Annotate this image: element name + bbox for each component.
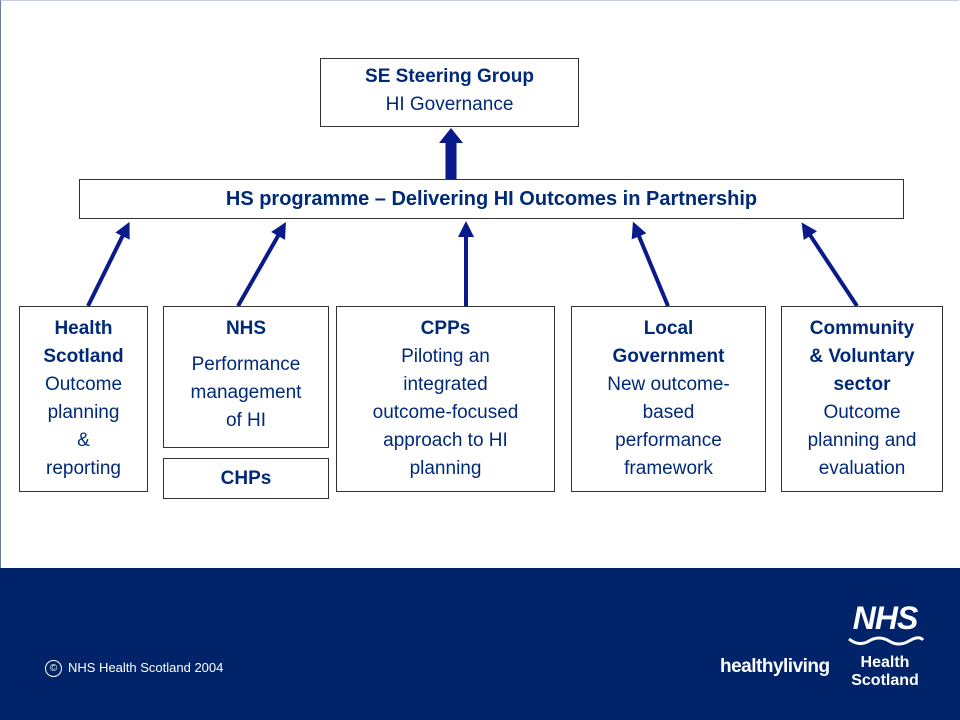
steering-title: SE Steering Group — [365, 66, 534, 87]
health-scotland-desc-4: reporting — [46, 458, 121, 479]
nhs-desc-3: of HI — [225, 410, 267, 431]
cpps-desc-4: approach to HI — [383, 430, 508, 451]
footer-bar: ©NHS Health Scotland 2004 healthyliving … — [0, 568, 960, 720]
health-scotland-box: Health Scotland Outcome planning & repor… — [19, 306, 148, 492]
slide-border — [0, 0, 959, 569]
chps-label: CHPs — [220, 468, 272, 489]
cpps-title: CPPs — [420, 318, 471, 339]
arrow-head-steering — [439, 128, 463, 143]
chps-box: CHPs — [163, 458, 329, 499]
community-title-2: & Voluntary — [809, 346, 915, 367]
community-title-1: Community — [809, 318, 915, 339]
arrow-health-scotland — [86, 221, 130, 307]
community-desc-2: planning and — [807, 430, 917, 451]
health-scotland-title-2: Scotland — [43, 346, 124, 367]
cpps-box: CPPs Piloting an integrated outcome-focu… — [336, 306, 555, 492]
steering-group-box: SE Steering Group HI Governance — [320, 58, 579, 127]
local-government-title-1: Local — [643, 318, 694, 339]
programme-label: HS programme – Delivering HI Outcomes in… — [225, 188, 758, 210]
wave-icon — [848, 636, 925, 646]
local-government-desc-4: framework — [624, 458, 713, 479]
nhs-logo-line2: Scotland — [851, 672, 919, 689]
health-scotland-desc-1: Outcome — [44, 374, 123, 395]
nhs-desc-2: management — [190, 382, 302, 403]
cpps-desc-2: integrated — [403, 374, 488, 395]
copyright-text: NHS Health Scotland 2004 — [68, 660, 224, 675]
health-scotland-desc-2: planning — [47, 402, 120, 423]
nhs-box: NHS Performance management of HI — [163, 306, 329, 448]
community-desc-1: Outcome — [823, 402, 901, 423]
cpps-desc-5: planning — [409, 458, 482, 479]
local-government-desc-3: performance — [615, 430, 722, 451]
local-government-desc-2: based — [642, 402, 695, 423]
arrow-nhs — [236, 222, 286, 307]
programme-box: HS programme – Delivering HI Outcomes in… — [79, 179, 904, 219]
community-title-3: sector — [833, 374, 891, 395]
arrow-local-government — [631, 221, 670, 307]
copyright-notice: © NHS Health Scotland 2004 — [45, 660, 224, 678]
health-scotland-desc-3: & — [77, 430, 90, 451]
healthyliving-logo: healthyliving — [720, 656, 830, 677]
cpps-desc-1: Piloting an — [401, 346, 490, 367]
nhs-health-scotland-logo: NHS Health Scotland — [845, 600, 925, 689]
nhs-logo-text: NHS — [852, 600, 919, 636]
nhs-title: NHS — [225, 318, 267, 339]
steering-subtitle: HI Governance — [385, 94, 514, 115]
cpps-desc-3: outcome-focused — [372, 402, 519, 423]
copyright-icon: © — [45, 660, 62, 678]
community-desc-3: evaluation — [818, 458, 906, 479]
nhs-desc-1: Performance — [191, 354, 301, 375]
local-government-desc-1: New outcome- — [607, 374, 730, 395]
connector-arrows — [86, 128, 859, 308]
arrow-community — [801, 222, 859, 308]
local-government-title-2: Government — [612, 346, 725, 367]
local-government-box: Local Government New outcome- based perf… — [571, 306, 766, 492]
community-voluntary-box: Community & Voluntary sector Outcome pla… — [781, 306, 943, 492]
health-scotland-title-1: Health — [54, 318, 113, 339]
nhs-logo-line1: Health — [860, 654, 910, 671]
